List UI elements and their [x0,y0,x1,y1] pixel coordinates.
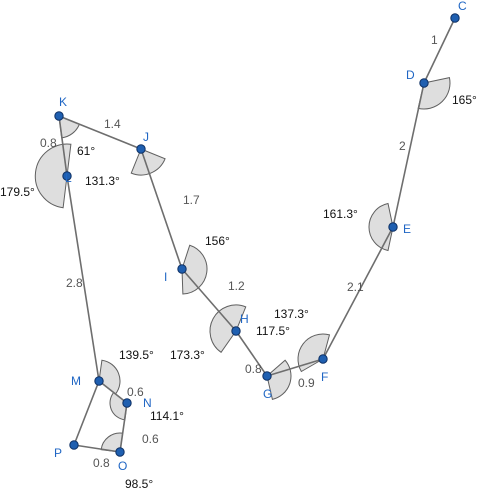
point-label-g: G [263,387,272,401]
point-g[interactable] [262,371,272,381]
point-labels: C D E F G H I J K L M N O P [54,0,467,473]
segment-length-kl: 0.8 [40,136,57,150]
angle-label-k: 61° [77,144,95,158]
point-label-n: N [143,396,152,410]
point-c[interactable] [450,13,460,23]
segment-length-labels: 1 2 2.1 0.9 0.8 1.2 1.7 1.4 0.8 2.8 0.6 0.6 0.8 [40,33,438,470]
segment-jk [58,115,142,150]
point-label-m: M [71,374,81,388]
angle-label-o: 98.5° [125,477,153,490]
point-label-h: H [240,312,249,326]
segment-op [73,444,121,453]
segment-cd [423,17,456,84]
angle-label-d: 165° [452,93,477,107]
angle-wedge-l [34,143,72,209]
angle-label-e: 161.3° [323,207,358,221]
segment-pm [73,380,100,446]
segment-de [392,82,425,228]
angle-label-n: 114.1° [150,409,184,423]
point-h[interactable] [231,326,241,336]
angle-wedge-h [209,304,247,353]
point-j[interactable] [136,144,146,154]
point-label-j: J [143,130,149,144]
angle-label-m: 139.5° [119,348,154,362]
points [54,13,460,457]
point-label-e: E [403,222,411,236]
point-i[interactable] [177,264,187,274]
angle-wedge-m [98,359,121,395]
angle-wedge-f [297,333,331,373]
point-k[interactable] [54,111,64,121]
angle-wedge-j [130,148,166,176]
segment-gh [235,330,268,377]
point-label-l: L [65,171,72,185]
segment-length-jk: 1.4 [104,117,121,131]
angle-label-j: 131.3° [85,174,120,188]
point-label-k: K [59,95,67,109]
segment-fg [266,358,324,377]
segment-mn [98,380,128,404]
angle-wedge-n [109,391,128,421]
angle-labels: 165° 161.3° 137.3° 117.5° 173.3° 156° 131.3° 61… [0,93,477,490]
segment-length-fg: 0.9 [298,376,315,390]
segment-length-gh: 0.8 [245,362,262,376]
angle-label-h: 173.3° [170,348,205,362]
segment-kl [58,115,68,177]
point-d[interactable] [419,78,429,88]
point-label-o: O [118,459,127,473]
angle-label-g: 117.5° [256,324,290,338]
point-label-f: F [321,370,328,384]
segment-hi [181,268,237,332]
segment-length-cd: 1 [431,33,438,47]
angle-wedges [34,76,451,453]
segment-length-de: 2 [399,139,406,153]
segment-ef [322,226,394,360]
point-l[interactable] [62,171,72,181]
segment-length-no: 0.6 [142,432,159,446]
point-label-p: P [54,446,62,460]
segment-lm [66,175,100,382]
segment-ij [140,148,183,270]
segment-length-ef: 2.1 [347,280,364,294]
point-label-d: D [406,68,415,82]
segment-length-hi: 1.2 [228,279,245,293]
point-n[interactable] [122,398,132,408]
segment-no [119,402,128,453]
point-label-i: I [164,270,167,284]
segment-length-op: 0.8 [93,456,110,470]
segment-length-ij: 1.7 [183,193,200,207]
point-m[interactable] [94,376,104,386]
point-f[interactable] [318,354,328,364]
point-p[interactable] [69,440,79,450]
angle-label-l: 179.5° [0,185,35,199]
segment-length-lm: 2.8 [66,276,83,290]
point-e[interactable] [388,222,398,232]
segment-length-mn: 0.6 [127,385,144,399]
point-label-c: C [458,0,467,13]
angle-label-f: 137.3° [274,307,309,321]
point-o[interactable] [115,447,125,457]
angle-label-i: 156° [205,234,230,248]
angle-wedge-i [181,244,208,295]
segments [58,17,456,453]
